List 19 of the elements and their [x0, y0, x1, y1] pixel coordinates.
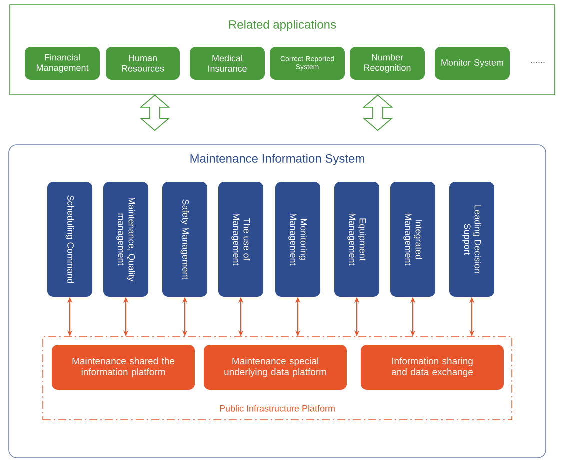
- platform-box: Maintenance special underlying data platform: [204, 345, 347, 390]
- application-box: Number Recognition: [350, 47, 425, 80]
- module-box: Maintenance, Quality management: [104, 182, 148, 297]
- module-box: Integrated Management: [390, 182, 436, 297]
- module-box: Equipment Management: [334, 182, 380, 297]
- application-box: Monitor System: [435, 47, 510, 80]
- application-box: Human Resources: [106, 47, 180, 80]
- application-box: Financial Management: [25, 47, 100, 80]
- module-box: The use of Management: [218, 182, 264, 297]
- double-arrow: [362, 94, 394, 132]
- module-box: Safety Management: [162, 182, 208, 297]
- platform-box: Information sharing and data exchange: [361, 345, 504, 390]
- platform-box: Maintenance shared the information platform: [52, 345, 195, 390]
- application-box: Medical Insurance: [190, 47, 265, 80]
- double-arrow: [140, 94, 170, 132]
- module-box: Leading Decision Support: [450, 182, 494, 297]
- ellipsis-text: ......: [531, 62, 545, 64]
- module-box: Scheduling Command: [48, 182, 92, 297]
- module-box: Monitoring Management: [276, 182, 320, 297]
